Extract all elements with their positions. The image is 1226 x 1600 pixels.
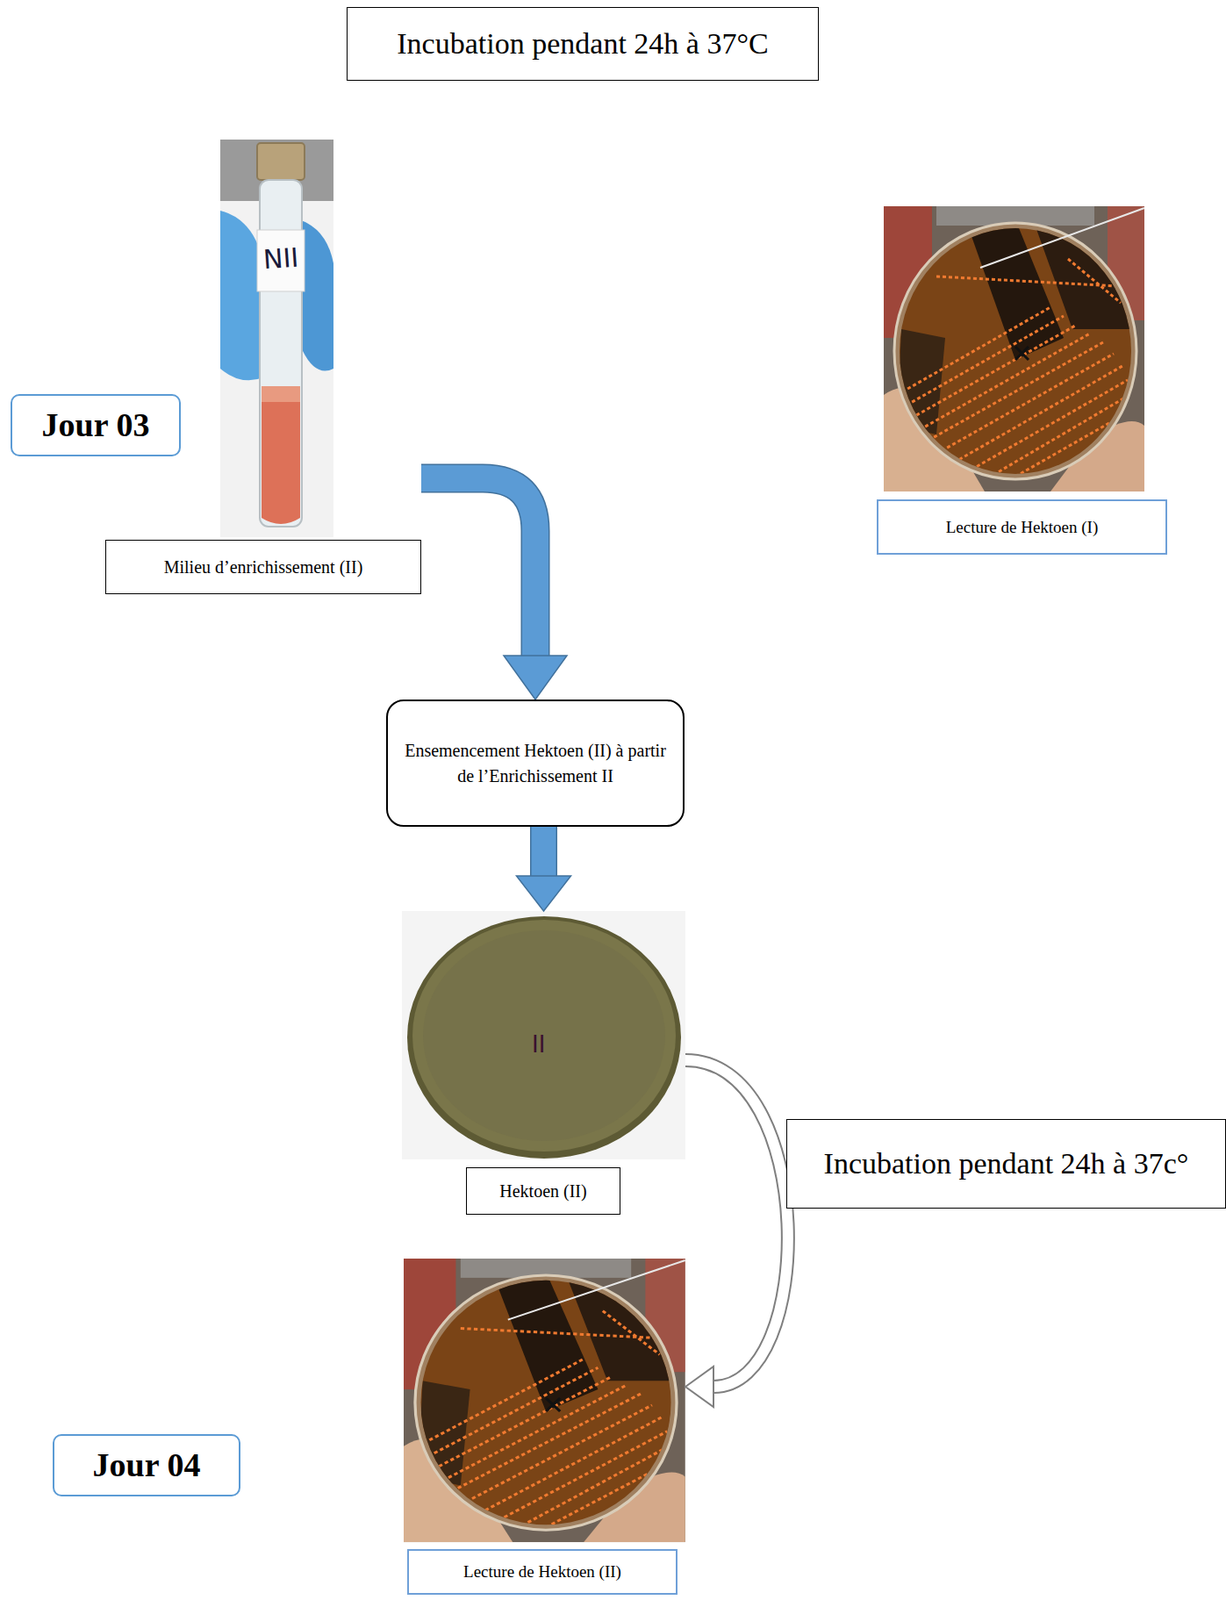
node-text: Incubation pendant 24h à 37°C	[396, 21, 768, 65]
plate-marking: II	[531, 1032, 545, 1058]
node-text: Hektoen (II)	[499, 1178, 587, 1205]
arrow-head	[685, 1366, 714, 1407]
reading-caption-box: Lecture de Hektoen (II)	[407, 1548, 678, 1595]
connector-arrow	[516, 826, 572, 911]
tube-photo	[261, 386, 301, 404]
fresh-plate-photo	[423, 930, 666, 1141]
arrow-shaft-outline	[530, 826, 558, 876]
photo-node: Milieu d’enrichissement (II)	[105, 139, 422, 595]
arrow-shaft	[685, 1060, 789, 1387]
tube-photo	[220, 139, 334, 538]
plate-caption-box: Hektoen (II)	[466, 1167, 621, 1215]
node-text: Incubation pendant 24h à 37c°	[824, 1141, 1190, 1185]
tube-marking: NII	[262, 243, 300, 275]
node-text: Jour 03	[42, 401, 151, 450]
photo-node: Lecture de Hektoen (II)	[403, 1258, 686, 1595]
tube-photo	[220, 139, 334, 538]
connector-arrow	[421, 478, 567, 700]
tube-photo	[257, 143, 305, 180]
fresh-plate-photo	[407, 916, 682, 1159]
tube-photo	[257, 229, 305, 292]
arrow-shaft-outline	[421, 478, 536, 656]
arrow-shaft	[531, 826, 557, 876]
arrow-head	[516, 875, 572, 911]
photo-illustrations	[403, 1258, 686, 1542]
arrow-head	[503, 655, 567, 700]
fresh-plate-photo	[401, 910, 686, 1160]
node-text: Lecture de Hektoen (I)	[946, 515, 1099, 540]
plate-photo	[403, 1258, 686, 1542]
reading-caption-box: Lecture de Hektoen (I)	[876, 499, 1168, 555]
plate-photo	[883, 206, 1145, 492]
node-text: Milieu d’enrichissement (II)	[164, 554, 364, 581]
process-box: Ensemencement Hektoen (II) à partir de l…	[386, 699, 685, 827]
node-text: Jour 04	[93, 1441, 201, 1490]
tube-caption-box: Milieu d’enrichissement (II)	[105, 539, 422, 595]
day-box: Jour 04	[52, 1433, 241, 1497]
photo-node: Hektoen (II)	[401, 910, 686, 1215]
fresh-plate-photo	[401, 910, 686, 1160]
step-title-box: Incubation pendant 24h à 37°C	[346, 7, 819, 81]
tube-photo	[261, 401, 301, 524]
photo-node: Lecture de Hektoen (I)	[876, 206, 1168, 555]
arrow-shaft-outline	[685, 1060, 789, 1387]
node-text: Lecture de Hektoen (II)	[463, 1559, 622, 1585]
node-text: Ensemencement Hektoen (II) à partir de l…	[398, 738, 673, 789]
connector-arrow	[685, 1060, 789, 1407]
incubation-box: Incubation pendant 24h à 37c°	[786, 1118, 1226, 1209]
arrow-shaft	[421, 478, 536, 656]
fresh-plate-photo	[412, 919, 676, 1152]
day-box: Jour 03	[10, 394, 181, 457]
